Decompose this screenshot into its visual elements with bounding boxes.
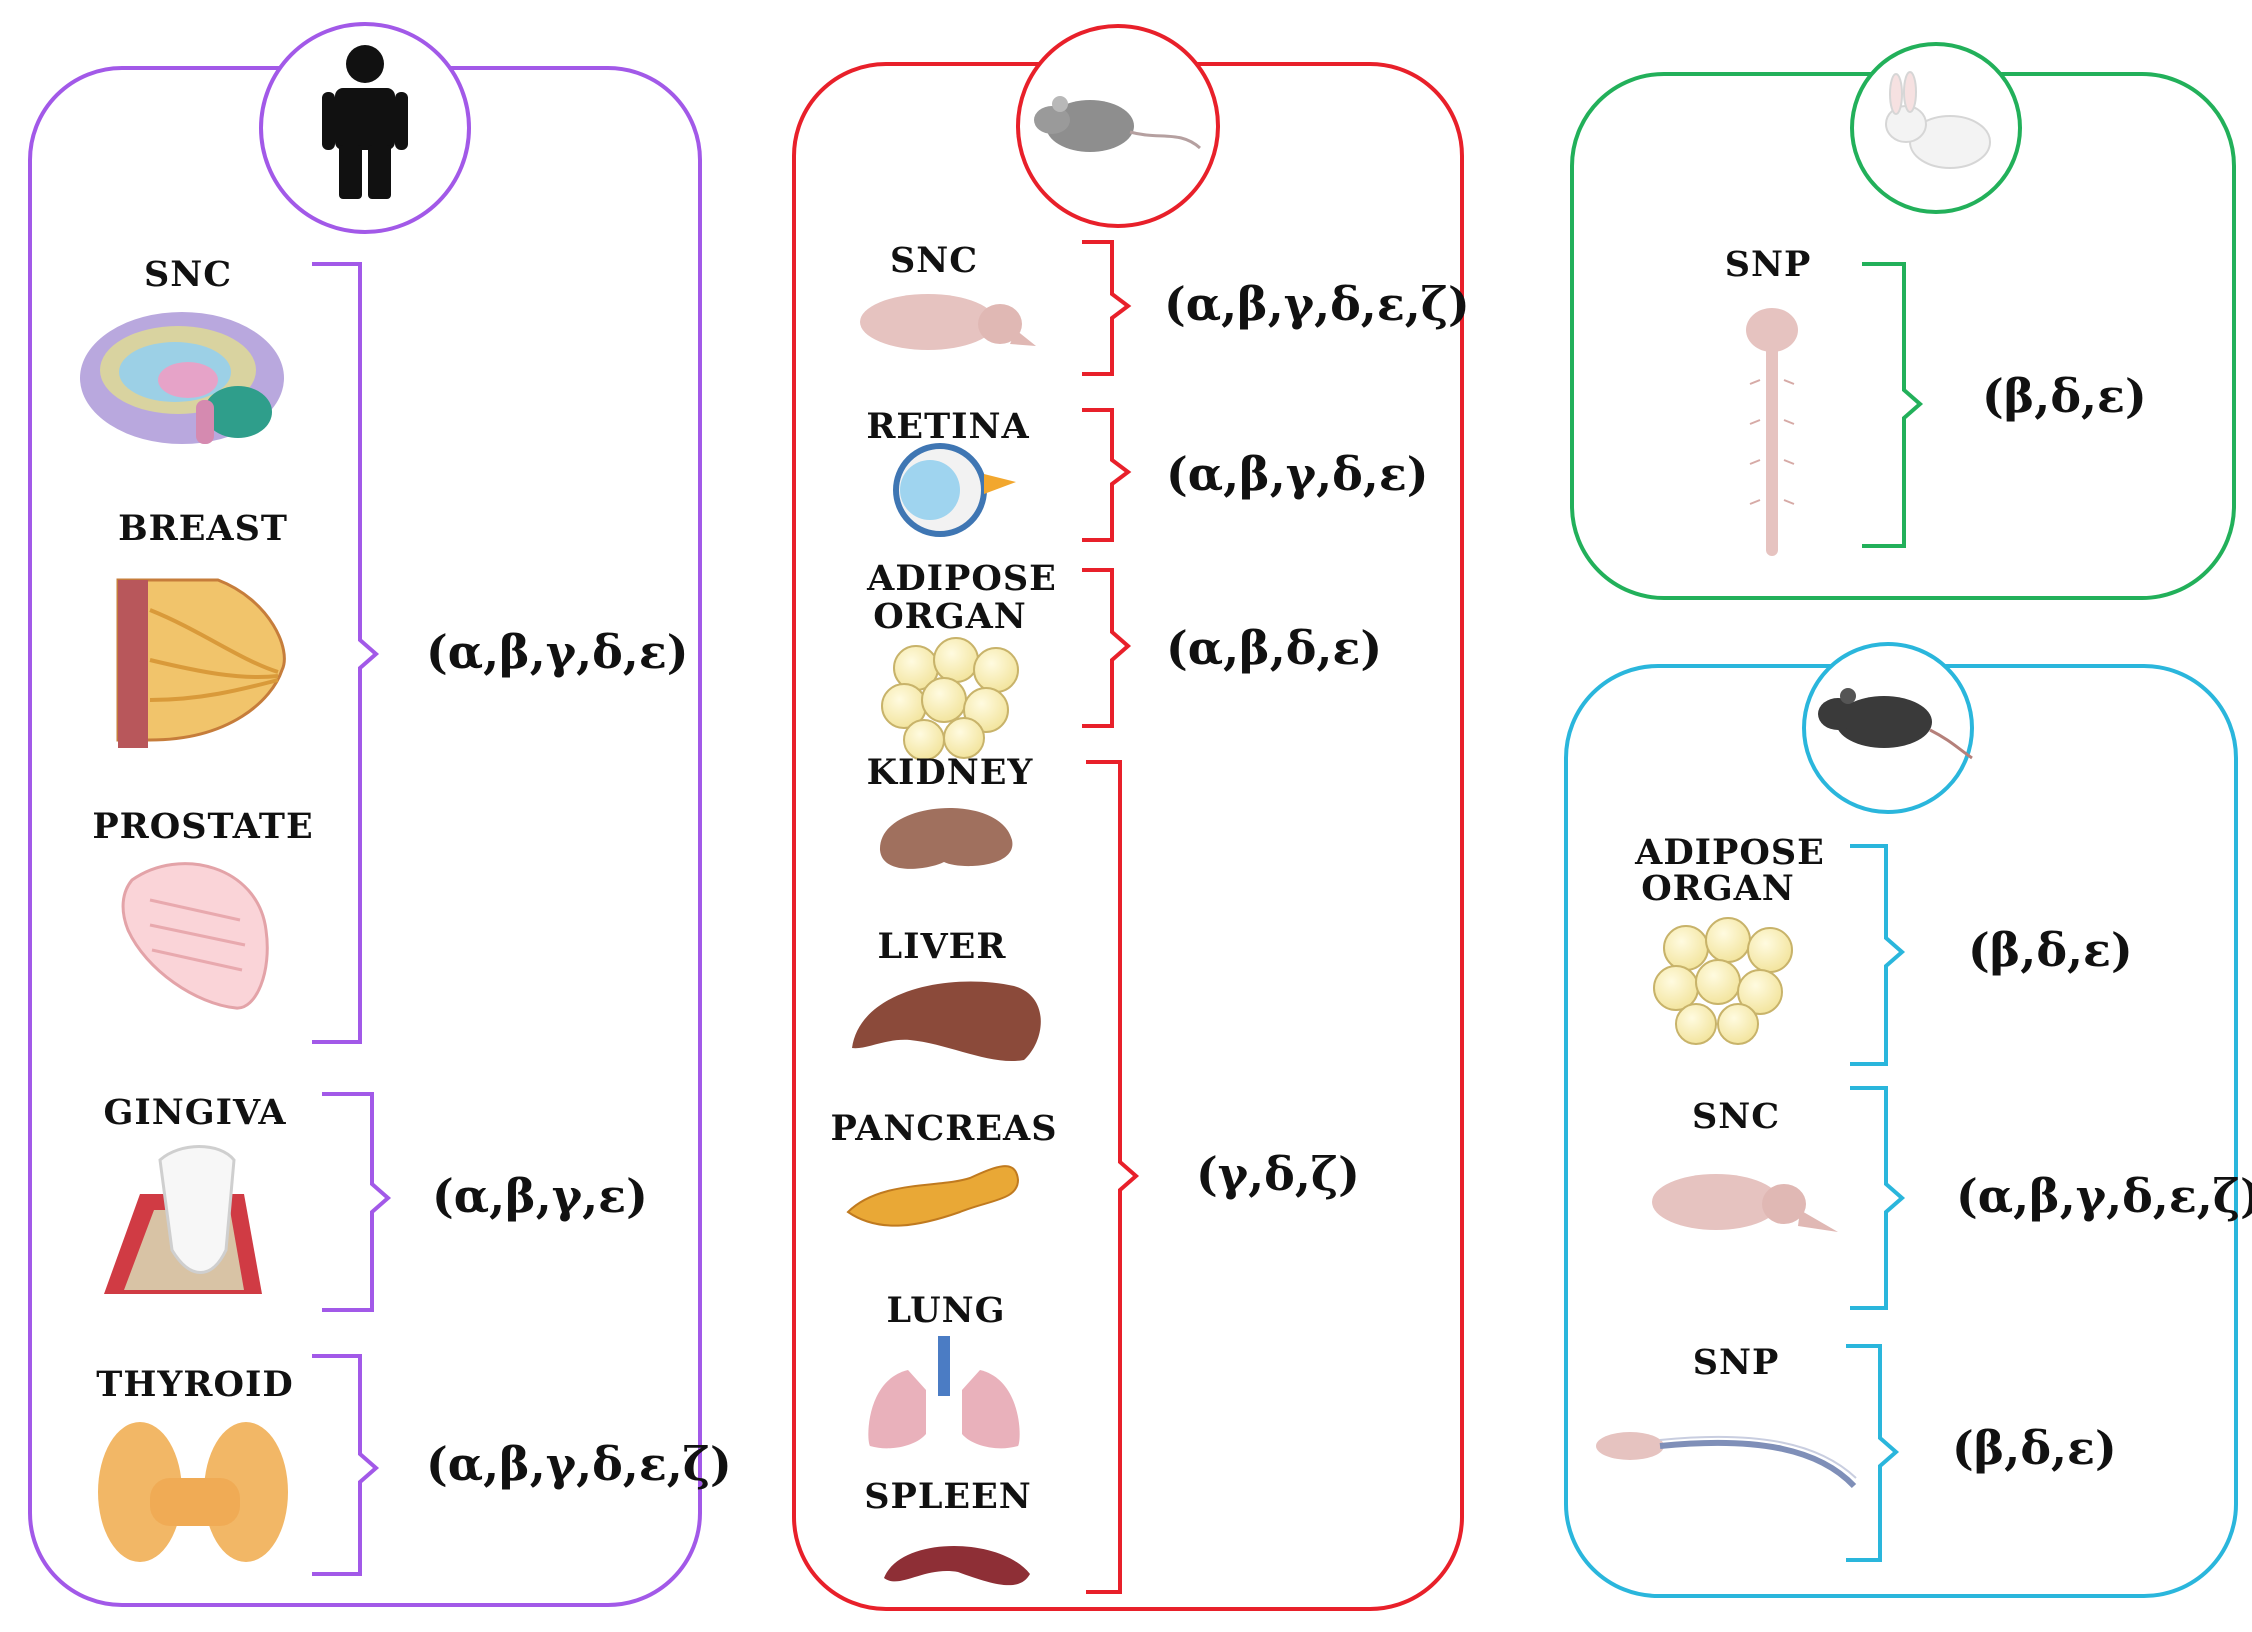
eye-icon (893, 443, 1016, 537)
mouse-isoforms-2: (α,β,γ,δ,ε) (1166, 447, 1429, 501)
mouse-tissue-adipose-label2: ORGAN (873, 596, 1027, 637)
mouse-tissue-spleen-label: SPLEEN (864, 1476, 1032, 1517)
spleen-icon (884, 1545, 1030, 1586)
rat-isoforms-3: (β,δ,ε) (1952, 1421, 2117, 1475)
rat-bracket-3 (1846, 1344, 1900, 1562)
mouse-isoforms-4: (γ,δ,ζ) (1196, 1147, 1360, 1201)
mouse-bracket-1 (1082, 240, 1132, 376)
rat-icon (1818, 688, 1973, 760)
rabbit-tissue-snp-label: SNP (1725, 244, 1812, 285)
human-bracket-2 (322, 1092, 392, 1312)
mouse-tissue-kidney-label: KIDNEY (867, 752, 1034, 793)
human-isoforms-2: (α,β,γ,ε) (432, 1169, 648, 1223)
prostate-icon (121, 862, 269, 1010)
human-isoforms-3: (α,β,γ,δ,ε,ζ) (426, 1437, 732, 1491)
liver-icon (852, 981, 1041, 1062)
mouse-tissue-liver-label: LIVER (878, 926, 1007, 967)
mouse-bracket-2 (1082, 408, 1132, 542)
rodent-brain-icon (1652, 1174, 1838, 1232)
human-tissue-thyroid-label: THYROID (96, 1364, 293, 1405)
rat-panel: ADIPOSE ORGAN SNC SNP (β,δ,ε) (α,β,γ,δ,ε… (1564, 642, 2252, 1598)
tooth-gingiva-icon (104, 1145, 262, 1294)
rat-tissue-snc-label: SNC (1692, 1096, 1780, 1137)
lungs-icon (868, 1336, 1020, 1449)
rat-tissue-adipose-label: ADIPOSE (1634, 832, 1825, 873)
human-tissue-snc-label: SNC (144, 254, 232, 295)
human-bracket-3 (312, 1354, 380, 1576)
pancreas-icon (846, 1165, 1020, 1227)
mouse-tissue-retina-label: RETINA (866, 406, 1029, 447)
thyroid-icon (98, 1422, 288, 1562)
human-tissue-prostate-label: PROSTATE (92, 806, 313, 847)
rodent-brain-icon (860, 294, 1036, 350)
rat-isoforms-1: (β,δ,ε) (1968, 923, 2133, 977)
rat-isoforms-2: (α,β,γ,δ,ε,ζ) (1956, 1169, 2252, 1223)
mouse-panel: SNC RETINA ADIPOSE ORGAN KIDNEY LIVER PA… (792, 24, 1470, 1611)
mouse-isoforms-3: (α,β,δ,ε) (1166, 621, 1382, 675)
human-brain-icon (80, 312, 284, 444)
mouse-tissue-adipose-label: ADIPOSE (866, 558, 1057, 599)
rat-tissue-adipose-label2: ORGAN (1641, 868, 1795, 909)
rat-bracket-2 (1850, 1086, 1906, 1310)
rabbit-icon (1885, 71, 1991, 169)
adipose-cells-icon (881, 637, 1019, 761)
rabbit-isoforms-1: (β,δ,ε) (1982, 369, 2147, 423)
rat-bracket-1 (1850, 844, 1906, 1066)
mouse-bracket-3 (1082, 568, 1132, 728)
human-panel: SNC BREAST PROSTATE GINGIVA (28, 22, 732, 1607)
human-tissue-breast-label: BREAST (118, 508, 288, 549)
human-isoforms-1: (α,β,γ,δ,ε) (426, 625, 689, 679)
human-bracket-1 (312, 262, 380, 1044)
spinal-cord-icon (1746, 308, 1798, 556)
mouse-tissue-pancreas-label: PANCREAS (831, 1108, 1058, 1149)
human-silhouette-icon (322, 45, 408, 199)
spinal-cord-icon (1596, 1432, 1857, 1489)
adipose-cells-icon (1653, 917, 1793, 1045)
rabbit-panel: SNP (β,δ,ε) (1570, 42, 2236, 600)
mouse-isoforms-1: (α,β,γ,δ,ε,ζ) (1164, 277, 1470, 331)
mouse-bracket-4 (1086, 760, 1140, 1594)
kidney-icon (879, 807, 1013, 869)
mouse-icon (1034, 96, 1202, 152)
breast-icon (116, 578, 286, 748)
mouse-tissue-lung-label: LUNG (886, 1290, 1005, 1331)
rat-tissue-snp-label: SNP (1693, 1342, 1780, 1383)
rabbit-bracket-1 (1862, 262, 1924, 548)
human-tissue-gingiva-label: GINGIVA (103, 1092, 286, 1133)
mouse-tissue-snc-label: SNC (890, 240, 978, 281)
